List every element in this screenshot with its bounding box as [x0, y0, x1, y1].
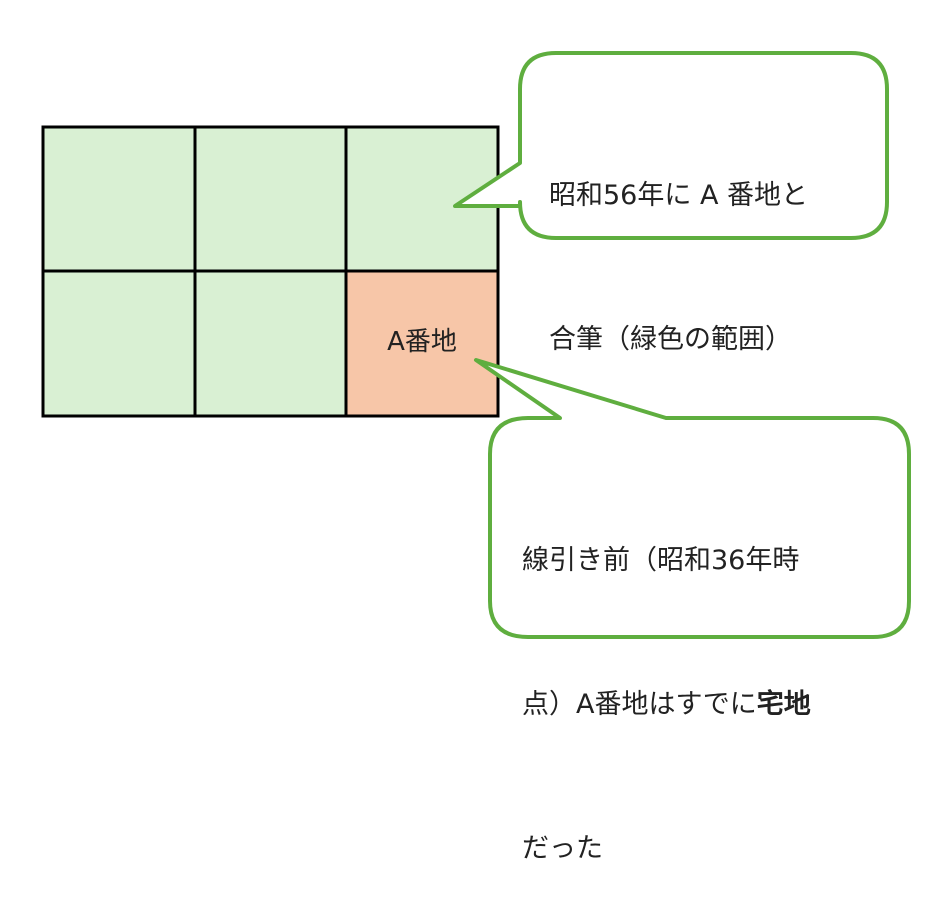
parcel-cell-r2-c2 — [193, 269, 348, 418]
lot-a-label: A番地 — [387, 327, 457, 357]
callout-bottom-line-1: 線引き前（昭和36年時 — [522, 545, 800, 576]
land-parcel-diagram — [41, 51, 911, 639]
parcel-cell-r2-c1 — [41, 269, 197, 418]
callout-top-text: 昭和56年に A 番地と 合筆（緑色の範囲） — [549, 76, 808, 412]
callout-top-bubble — [453, 51, 889, 240]
callout-bottom-line-2-prefix: 点）A番地はすでに — [522, 689, 757, 720]
callout-bottom-text: 線引き前（昭和36年時 点）A番地はすでに宅地 だった — [522, 441, 811, 921]
callout-bottom-bubble — [474, 358, 911, 639]
callout-bottom-line-3: だった — [522, 833, 603, 864]
callout-top-line-1: 昭和56年に A 番地と — [549, 180, 808, 211]
parcel-grid — [41, 125, 500, 418]
parcel-cell-r1-c1 — [41, 125, 197, 273]
parcel-cell-lot-a — [344, 269, 500, 418]
callout-top-line-2: 合筆（緑色の範囲） — [549, 324, 792, 355]
parcel-cell-r1-c2 — [193, 125, 348, 273]
callout-bottom-emphasis: 宅地 — [756, 689, 811, 720]
callout-bottom-line-2: 点）A番地はすでに宅地 — [522, 681, 811, 729]
